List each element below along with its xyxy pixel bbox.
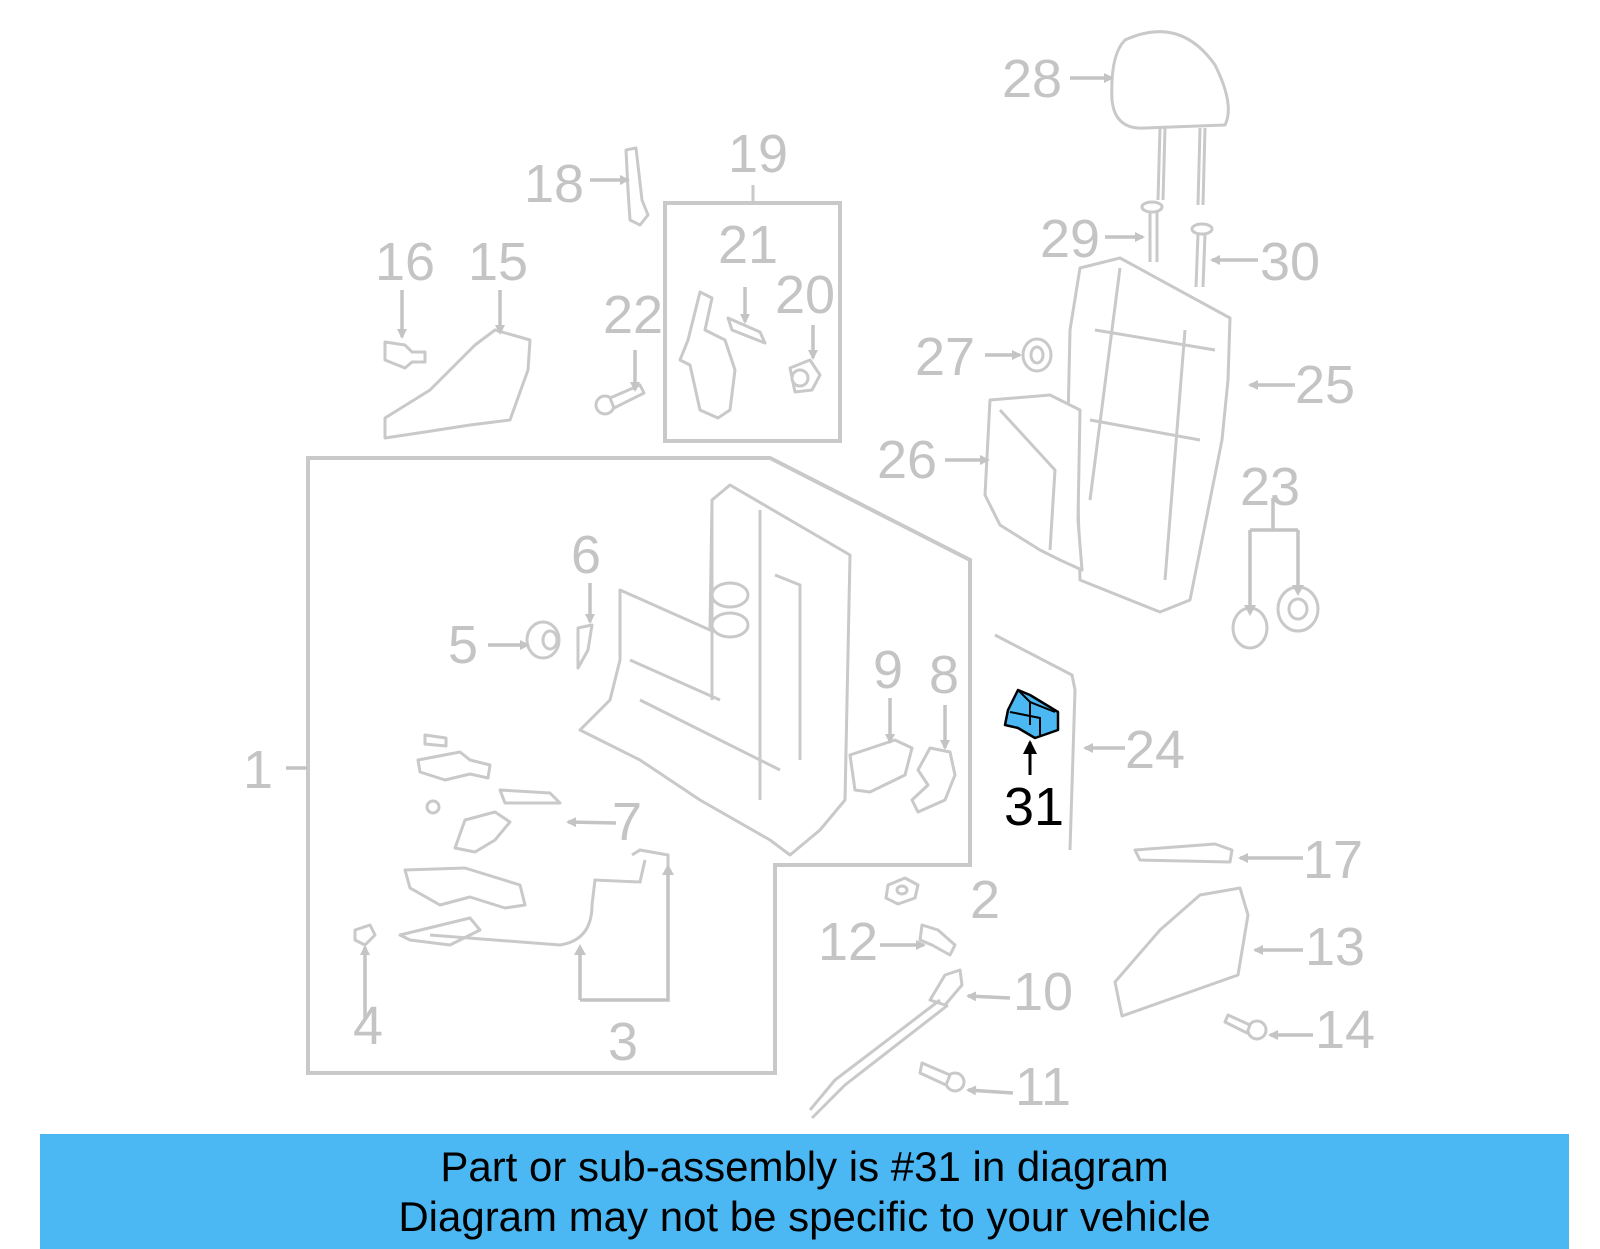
info-banner: Part or sub-assembly is #31 in diagram D… <box>40 1134 1569 1249</box>
label-28: 28 <box>1002 49 1062 109</box>
part-22-bolt <box>594 383 646 416</box>
label-9: 9 <box>873 640 903 700</box>
banner-line-1: Part or sub-assembly is #31 in diagram <box>440 1143 1169 1190</box>
label-15: 15 <box>468 232 528 292</box>
part-14-bolt <box>1223 1013 1268 1041</box>
label-22: 22 <box>603 285 663 345</box>
label-3: 3 <box>608 1012 638 1072</box>
callout-arrows <box>286 73 1313 1096</box>
label-6: 6 <box>571 525 601 585</box>
part-3-cable <box>429 848 670 947</box>
part-11-bolt <box>918 1061 966 1093</box>
callout-labels: 1 2 3 4 5 6 7 8 9 10 11 12 13 14 15 16 1… <box>243 49 1375 1117</box>
label-19: 19 <box>728 124 788 184</box>
label-10: 10 <box>1013 962 1073 1022</box>
part-10-rod <box>808 968 964 1120</box>
label-5: 5 <box>448 615 478 675</box>
part-31-highlighted-bracket[interactable] <box>1003 688 1060 740</box>
part-16-bolt <box>383 340 427 370</box>
part-27-grommet <box>1021 337 1053 373</box>
part-13-cover <box>1113 886 1250 1018</box>
label-30: 30 <box>1260 232 1320 292</box>
label-21: 21 <box>718 215 778 275</box>
part-21-lever <box>678 290 767 420</box>
label-16: 16 <box>375 232 435 292</box>
part-8-cover <box>910 746 957 814</box>
part-28-headrest <box>1110 30 1230 206</box>
assembly-1-box <box>306 456 972 1075</box>
part-2-nut <box>884 876 920 906</box>
label-27: 27 <box>915 327 975 387</box>
label-7: 7 <box>612 792 642 852</box>
part-25-seatback <box>1066 256 1232 614</box>
label-25: 25 <box>1295 355 1355 415</box>
label-2: 2 <box>970 870 1000 930</box>
label-8: 8 <box>929 645 959 705</box>
label-11: 11 <box>1015 1057 1071 1117</box>
label-12: 12 <box>818 912 878 972</box>
banner-line-2: Diagram may not be specific to your vehi… <box>398 1193 1211 1240</box>
seat-frame <box>578 483 852 857</box>
part-29-guide <box>1140 200 1164 262</box>
label-29: 29 <box>1040 209 1100 269</box>
label-17: 17 <box>1303 830 1363 890</box>
label-23: 23 <box>1240 457 1300 517</box>
part-30-guide <box>1190 222 1214 288</box>
part-18-bracket <box>624 146 650 227</box>
label-13: 13 <box>1305 917 1365 977</box>
label-24: 24 <box>1125 720 1185 780</box>
part-23-caps <box>1231 585 1320 650</box>
part-9-pad <box>848 738 914 794</box>
part-15-cover <box>383 328 532 440</box>
part-5-bushing <box>525 620 561 660</box>
label-1: 1 <box>243 740 273 800</box>
label-4: 4 <box>353 996 383 1056</box>
label-14: 14 <box>1315 1000 1375 1060</box>
label-26: 26 <box>877 430 937 490</box>
part-17-strip <box>1133 842 1234 864</box>
part-24-trim <box>994 633 1077 851</box>
part-12-bolt <box>918 923 957 957</box>
part-20-bushing <box>788 358 822 394</box>
label-31-highlighted: 31 <box>1004 777 1064 837</box>
label-18: 18 <box>524 154 584 214</box>
part-26-cover <box>983 393 1084 572</box>
label-20: 20 <box>775 265 835 325</box>
part-6-clip <box>576 623 594 670</box>
part-7-linkage <box>353 733 562 947</box>
